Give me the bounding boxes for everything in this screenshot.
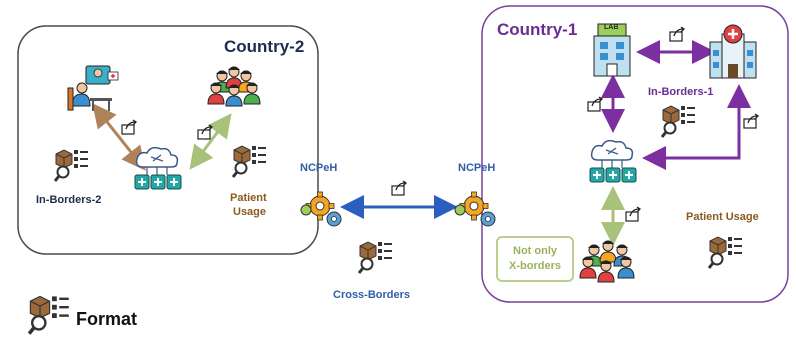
hospital-icon (709, 24, 757, 79)
patient-usage-1-label: Patient Usage (686, 211, 759, 223)
country1-box (481, 5, 789, 303)
in-borders-1-label: In-Borders-1 (648, 86, 714, 98)
in-borders-2-label: In-Borders-2 (36, 194, 102, 206)
legend-format-label: Format (76, 309, 138, 329)
arrow-hospital-cloud1 (642, 84, 751, 170)
not-only-x-borders-note: Not only X-borders (496, 236, 574, 282)
data-format-icon (357, 240, 394, 275)
country2-box (17, 25, 319, 255)
lab-building-icon (593, 23, 631, 77)
note-line1: Not only (513, 245, 557, 257)
data-format-icon (27, 294, 71, 336)
arrow-patients-cloud2 (189, 113, 232, 170)
share-icon (391, 180, 407, 196)
patient-usage-2-line1: Patient (230, 192, 267, 204)
lab-badge: LAB (604, 24, 619, 31)
note-line2: X-borders (509, 260, 561, 272)
ncpeh-left-label: NCPeH (300, 162, 338, 174)
country1-title: Country-1 (497, 20, 578, 39)
cross-borders-label: Cross-Borders (333, 289, 411, 301)
patient-usage-2-line2: Usage (233, 206, 267, 218)
arrow-doctor-cloud2 (92, 103, 146, 171)
country2-title: Country-2 (224, 37, 305, 56)
doctor-telehealth-icon (67, 65, 119, 111)
ncpeh-right-label: NCPeH (458, 162, 496, 174)
